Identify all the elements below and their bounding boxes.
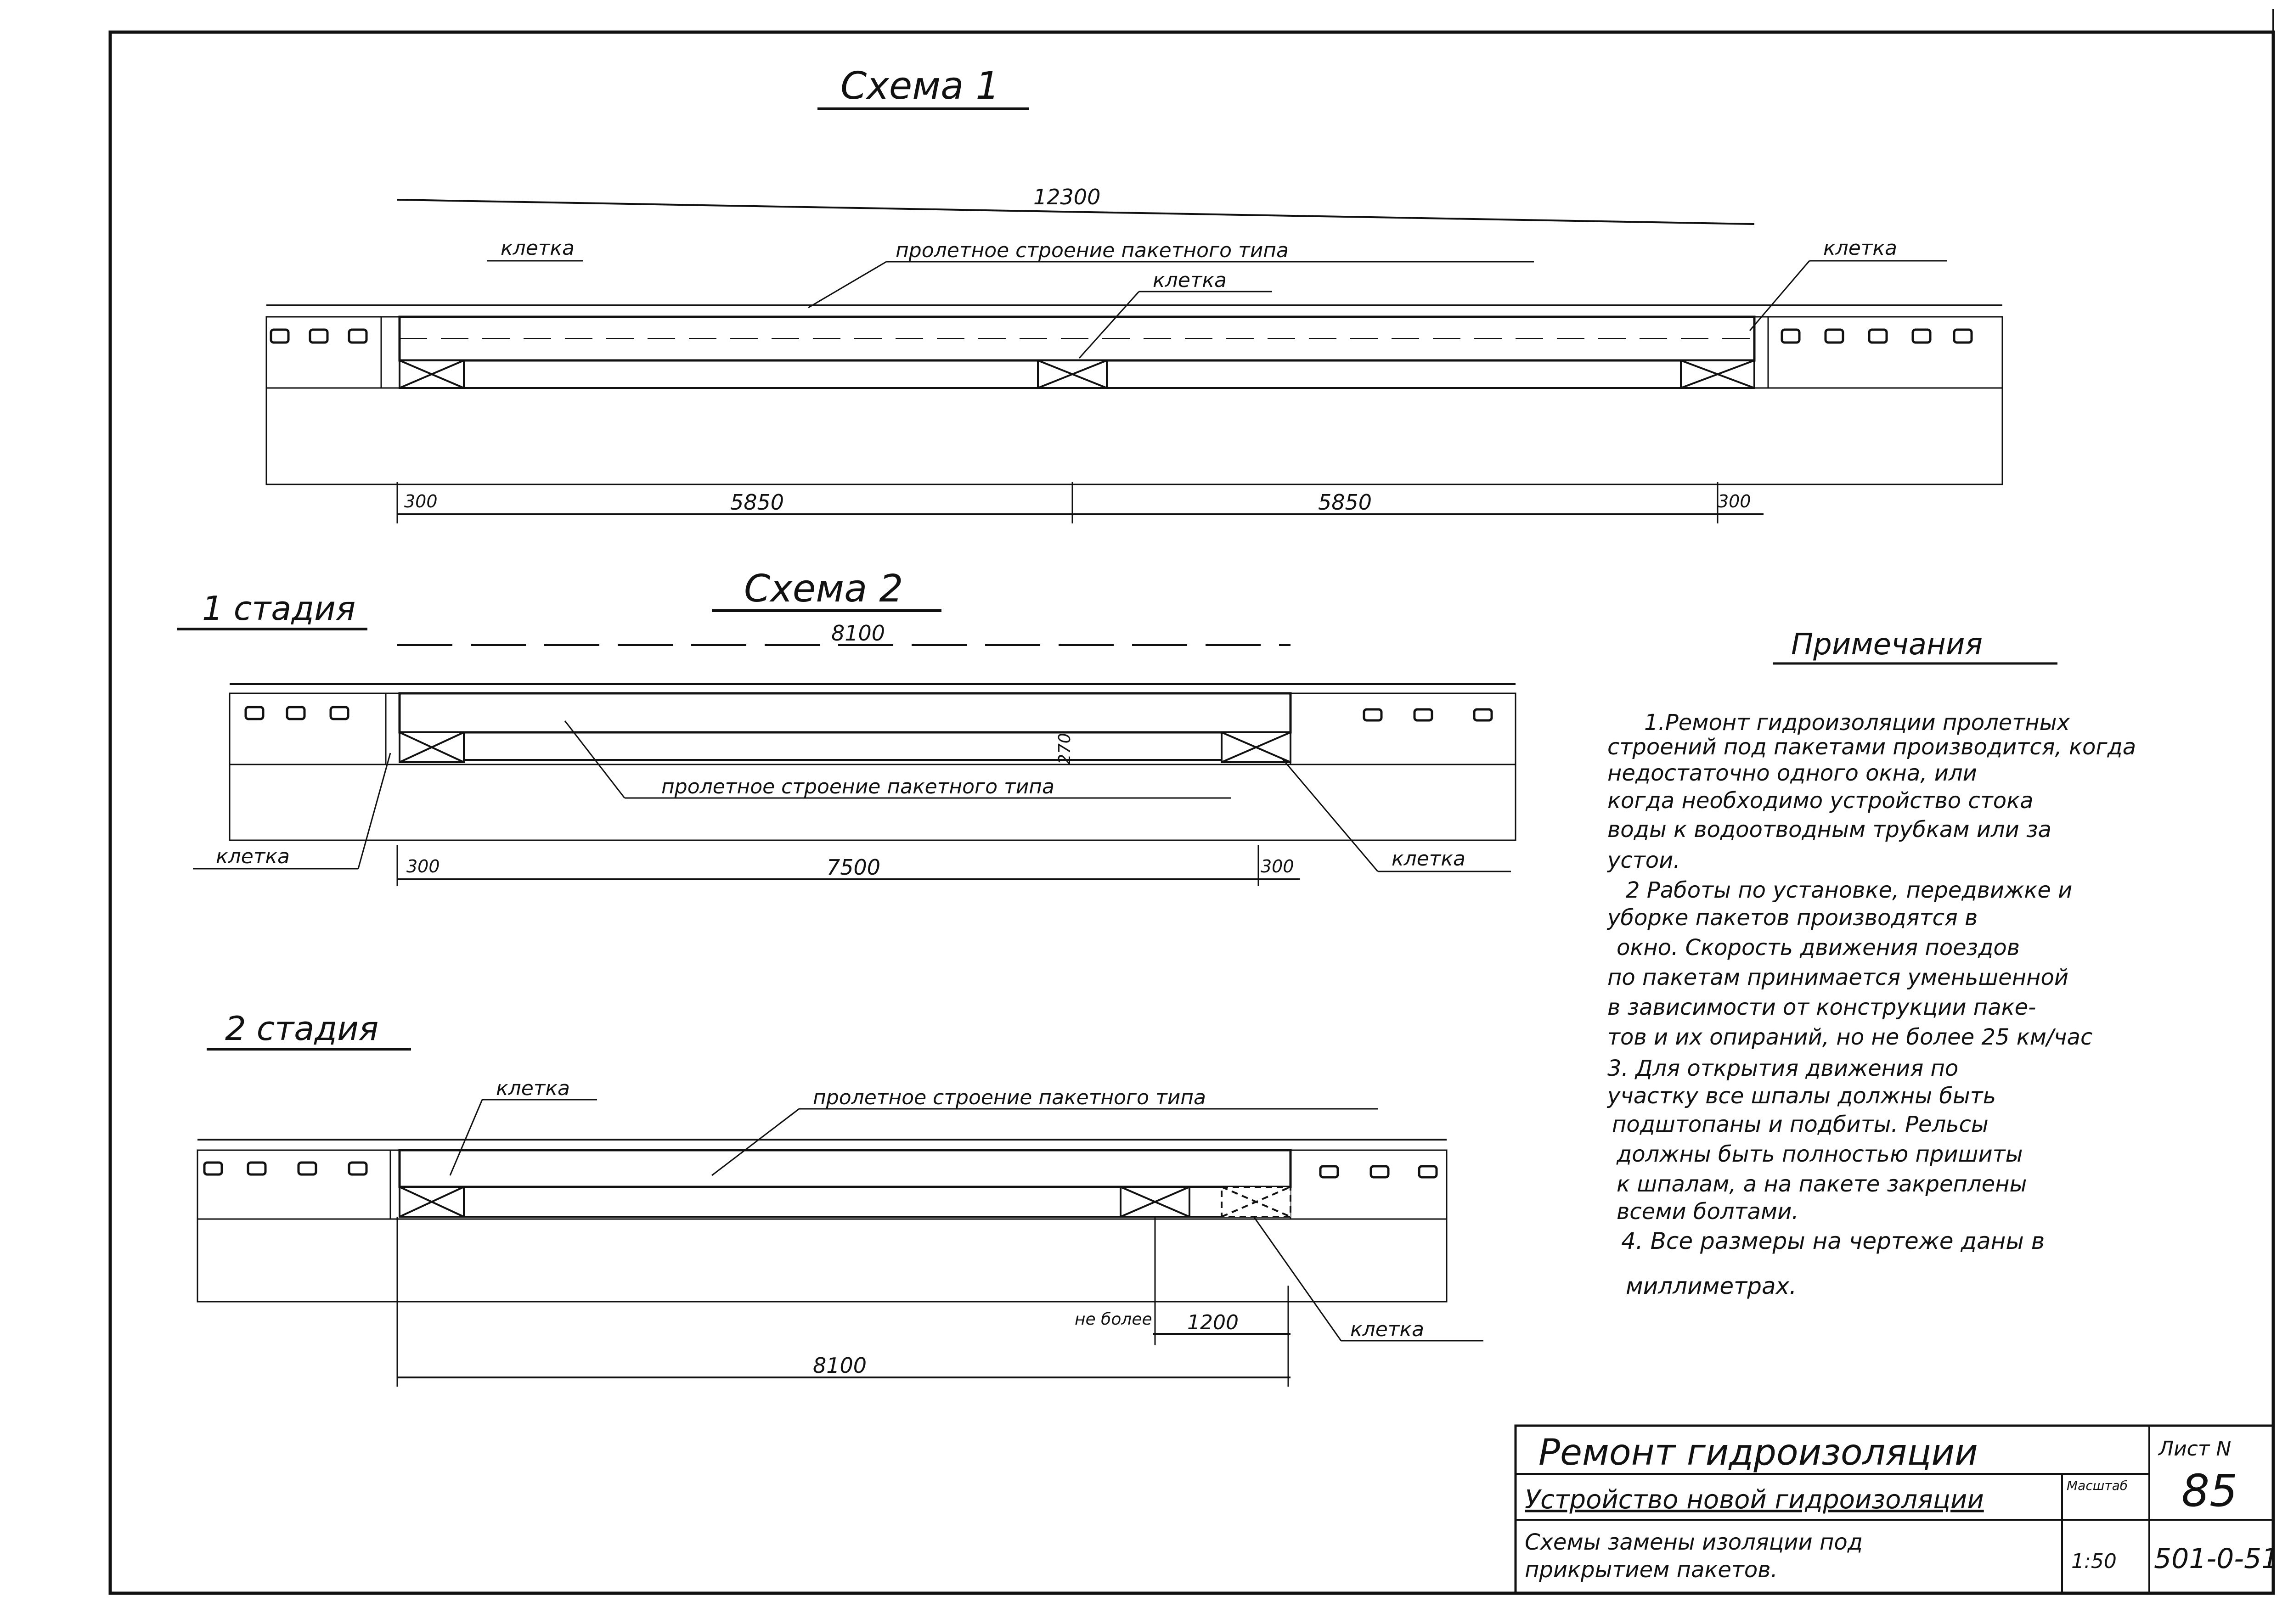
stage-2-label-cage-right-leader xyxy=(1253,1216,1342,1341)
note-line: уборке пакетов производятся в xyxy=(1606,905,1978,931)
stage-2-sleepers xyxy=(203,1161,1438,1179)
stage-2-cage-left xyxy=(399,1186,465,1218)
scheme-1-ballast-left xyxy=(265,316,382,389)
notes: Примечания 1.Ремонт гидроизоляции пролет… xyxy=(1606,628,2136,1299)
stage-2-label-cage-right: клетка xyxy=(1350,1318,1424,1341)
title-block-description-1: Схемы замены изоляции под xyxy=(1525,1529,1863,1555)
stage-1-label-right: клетка xyxy=(1392,847,1465,871)
stage-2-ballast-right xyxy=(1290,1149,1448,1220)
scheme-1-dim-total: 12300 xyxy=(1033,185,1100,209)
stage-1-sleepers xyxy=(244,706,1493,722)
scheme-1-dim-a: 300 xyxy=(404,491,438,511)
scheme-1-cage-right xyxy=(1680,360,1755,389)
stage-2-cage-mid xyxy=(1120,1186,1190,1218)
stage-1-dim-b: 7500 xyxy=(827,855,880,880)
stage-1-ballast-right xyxy=(1290,692,1516,765)
scheme-1-ballast-right xyxy=(1767,316,2003,389)
note-line: устои. xyxy=(1606,848,1680,873)
note-line: всеми болтами. xyxy=(1617,1199,1799,1225)
title-block-sheet-label: Лист N xyxy=(2158,1437,2231,1461)
scheme-1-dim-c: 5850 xyxy=(1318,490,1372,515)
notes-title: Примечания xyxy=(1791,628,1983,662)
note-line: 3. Для открытия движения по xyxy=(1607,1056,1958,1081)
stage-1-cage-left xyxy=(399,731,465,763)
note-line: когда необходимо устройство стока xyxy=(1607,788,2034,814)
scheme-1-title: Схема 1 xyxy=(840,64,1000,108)
stage-2-label-notmore: не более xyxy=(1075,1310,1152,1329)
stage-2-label-cage: клетка xyxy=(496,1077,570,1100)
scheme-1-label-left: клетка xyxy=(501,236,575,260)
stage-2-cage-removed xyxy=(1221,1186,1291,1218)
title-block-frame xyxy=(1514,1424,2275,1595)
stage-2-label-cage-leader xyxy=(449,1099,483,1176)
title-block-scale-label: Масштаб xyxy=(2067,1478,2128,1493)
scheme-1-dim-b: 5850 xyxy=(730,490,784,515)
title-block: Ремонт гидроизоляции Устройство новой ги… xyxy=(1514,1424,2279,1595)
scheme-1-dim-d: 300 xyxy=(1718,491,1751,511)
scheme-1-cage-mid xyxy=(1037,360,1108,389)
stage-1-label-height: 270 xyxy=(1055,733,1074,764)
stage-1-title: Схема 2 xyxy=(744,567,903,611)
scheme-1-sleepers-left xyxy=(270,328,368,344)
note-line: в зависимости от конструкции паке- xyxy=(1607,995,2036,1020)
scheme-1: Схема 1 12300 клетка пролетное строение … xyxy=(265,64,2003,523)
stage-1-label-left-leader xyxy=(357,753,391,869)
title-block-doc-code: 501-0-51 xyxy=(2154,1543,2279,1575)
title-block-description-2: прикрытием пакетов. xyxy=(1525,1557,1778,1583)
stage-2-span-beam xyxy=(398,1149,1292,1188)
stage-1-dim-total: 8100 xyxy=(831,621,885,646)
stage-1-ballast-left xyxy=(229,692,387,765)
stage-1-cage-right xyxy=(1221,731,1291,763)
scheme-1-dim-total-line xyxy=(397,199,1755,225)
stage-1-span-beam xyxy=(398,692,1292,734)
note-line: участку все шпалы должны быть xyxy=(1606,1083,1996,1109)
note-line: 2 Работы по установке, передвижке и xyxy=(1626,877,2072,903)
stage-1-label-span: пролетное строение пакетного типа xyxy=(661,775,1054,798)
note-line: воды к водоотводным трубкам или за xyxy=(1607,817,2051,843)
note-line: должны быть полностью пришиты xyxy=(1616,1141,2023,1167)
stage-1-dim-c: 300 xyxy=(1261,856,1294,877)
stage-2-label-span-leader xyxy=(711,1108,800,1176)
stage-2-dim-total: 8100 xyxy=(813,1353,867,1378)
scheme-1-ground xyxy=(265,387,2003,485)
stage-2-dim-gap: 1200 xyxy=(1187,1311,1239,1334)
note-line: по пакетам принимается уменьшенной xyxy=(1607,965,2068,990)
stage-2-label: 2 стадия xyxy=(225,1009,378,1048)
title-block-subtitle: Устройство новой гидроизоляции xyxy=(1525,1485,1984,1515)
note-line: подштопаны и подбиты. Рельсы xyxy=(1612,1112,1989,1137)
stage-2-ground xyxy=(197,1218,1448,1303)
title-block-sheet-number: 85 xyxy=(2181,1465,2237,1517)
note-line: недостаточно одного окна, или xyxy=(1607,760,1977,786)
scheme-1-label-right-leader xyxy=(1749,260,1810,331)
title-block-title: Ремонт гидроизоляции xyxy=(1538,1432,1978,1473)
note-line: окно. Скорость движения поездов xyxy=(1617,935,2020,961)
scheme-1-label-right: клеткa xyxy=(1823,236,1897,260)
stage-1-ground xyxy=(229,764,1516,841)
scheme-1-sleepers-right xyxy=(1781,328,1973,344)
scheme-1-label-mid-leader xyxy=(1078,291,1140,359)
scheme-1-label-span: пролетное строение пакетного типа xyxy=(896,239,1289,262)
stage-1-label: 1 стадия xyxy=(202,589,355,628)
scheme-1-label-span-leader xyxy=(808,261,887,309)
stage-1-label-right-leader xyxy=(1280,757,1379,872)
stage-2-label-span: пролетное строение пакетного типа xyxy=(813,1086,1206,1109)
notes-lines: 1.Ремонт гидроизоляции пролетных строени… xyxy=(1606,710,2136,1299)
stage-1-label-left: клетка xyxy=(216,845,290,868)
title-block-scale: 1:50 xyxy=(2071,1550,2117,1573)
note-line: строений под пакетами производится, когд… xyxy=(1607,734,2136,760)
scheme-1-label-mid: клетка xyxy=(1153,269,1227,292)
stage-1-label-span-leader xyxy=(564,720,626,798)
stage-1-dim-a: 300 xyxy=(406,856,440,877)
stage-2: 2 стадия клетка пролетное строение пакет… xyxy=(197,1009,1483,1387)
stage-1: 1 стадия Схема 2 8100 270 про xyxy=(177,567,1516,886)
stage-2-ballast-left xyxy=(197,1149,391,1220)
note-line: тов и их опираний, но не более 25 км/час xyxy=(1607,1024,2092,1050)
scheme-1-cage-left xyxy=(399,360,465,389)
note-line: 1.Ремонт гидроизоляции пролетных xyxy=(1644,710,2070,736)
note-line: 4. Все размеры на чертеже даны в xyxy=(1621,1228,2045,1254)
note-line: к шпалам, а на пакете закреплены xyxy=(1617,1171,2027,1197)
note-line: миллиметрах. xyxy=(1626,1273,1797,1299)
